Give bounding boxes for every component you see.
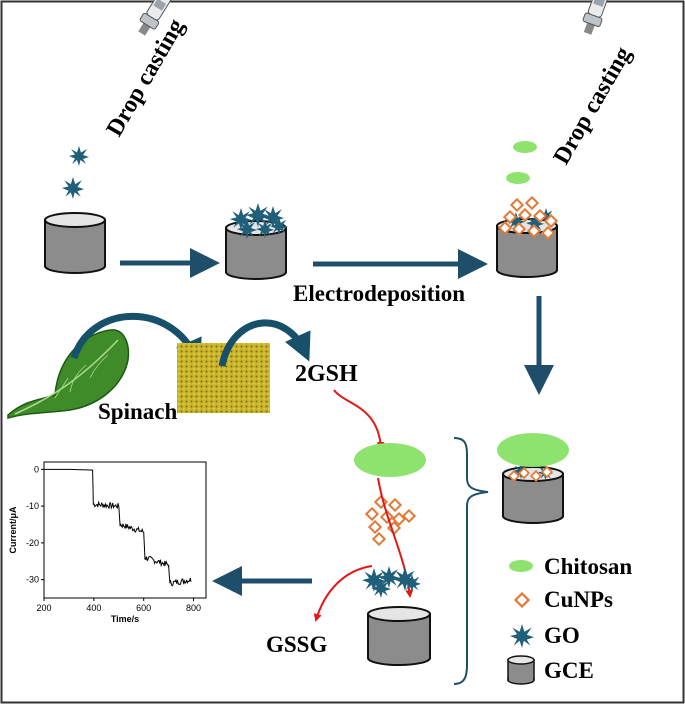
x-tick-label: 800 (186, 603, 201, 613)
amperometry-plot: 200 400 600 800 0 -10 -20 -30 Time/s Current/μA (8, 461, 207, 624)
bracket (453, 437, 489, 685)
legend-chitosan-swatch (509, 560, 533, 572)
red-arrow-gsh (333, 389, 385, 450)
x-tick-label: 600 (136, 603, 151, 613)
y-tick-label: -30 (26, 575, 39, 585)
gce-electrode-go (225, 220, 287, 280)
chitosan-ellipse (354, 443, 426, 477)
legend-go-label: GO (544, 623, 580, 648)
gce-electrode-bare (44, 212, 106, 274)
gssg-label: GSSG (266, 632, 327, 657)
legend-go-swatch (510, 624, 534, 648)
pipette-icon (138, 0, 182, 36)
x-tick-label: 400 (86, 603, 101, 613)
legend-chitosan-label: Chitosan (544, 554, 632, 579)
chitosan-layer (497, 433, 569, 467)
spinach-leaf-icon (7, 329, 130, 419)
plot-frame (43, 461, 207, 599)
gsh-label: 2GSH (295, 361, 358, 387)
chitosan-drop (513, 141, 537, 153)
plot-series-line (44, 468, 192, 587)
y-tick-label: -20 (26, 538, 39, 548)
y-tick-label: -10 (26, 501, 39, 511)
legend-cunps-label: CuNPs (544, 587, 613, 612)
y-tick-label: 0 (34, 464, 39, 474)
electrodeposition-label: Electrodeposition (293, 281, 465, 306)
arrow-curved-2 (218, 319, 311, 367)
x-tick-label: 200 (36, 603, 51, 613)
legend-cunps-swatch (514, 592, 530, 608)
plot-axes (43, 461, 207, 599)
legend: Chitosan CuNPs GO GCE (507, 554, 632, 685)
red-arrow-gssg (313, 565, 373, 622)
x-axis-label: Time/s (111, 614, 139, 624)
pipette-icon (582, 0, 616, 35)
spinach-label: Spinach (98, 399, 177, 424)
arrow-curved-1 (70, 312, 202, 368)
drop-casting-label-2: Drop casting (549, 43, 637, 169)
chitosan-drop (506, 172, 530, 184)
go-icon (62, 177, 84, 199)
y-axis-label: Current/μA (8, 506, 18, 554)
go-icon (69, 146, 89, 166)
legend-gce-label: GCE (544, 658, 594, 683)
plot-series (44, 468, 192, 587)
legend-gce-swatch (507, 655, 535, 685)
gce-electrode-center (367, 606, 431, 666)
plot-ticks: 200 400 600 800 0 -10 -20 -30 (26, 464, 201, 613)
